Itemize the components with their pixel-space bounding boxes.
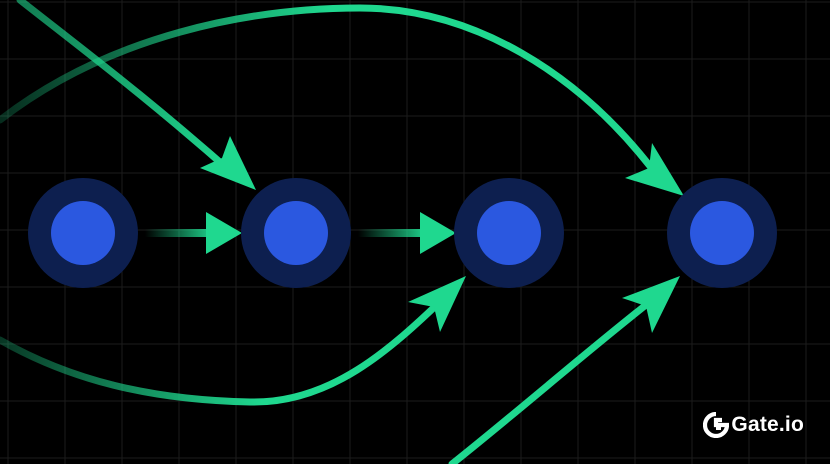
node-3 <box>454 178 564 288</box>
arrow-topleft-to-node-2 <box>16 0 256 190</box>
brand-logo: Gate.io <box>703 412 804 438</box>
arrowhead-icon <box>622 276 680 333</box>
arrowhead-icon <box>200 136 256 190</box>
arrow-bottom-to-node-4 <box>448 276 680 464</box>
arrowhead-icon <box>408 276 466 332</box>
arrowhead-icon <box>206 212 242 254</box>
arrowhead-icon <box>420 212 456 254</box>
node-2 <box>241 178 351 288</box>
gate-logo-icon <box>703 412 730 438</box>
arrow-node-1-to-node-2 <box>145 212 242 254</box>
brand-name: Gate.io <box>731 413 804 436</box>
arrow-arc-to-node-4 <box>0 4 684 196</box>
node-4 <box>667 178 777 288</box>
node-1 <box>28 178 138 288</box>
arrowhead-icon <box>625 143 684 196</box>
arrow-node-2-to-node-3 <box>358 212 456 254</box>
arrow-bottomleft-to-node-3 <box>0 276 466 406</box>
